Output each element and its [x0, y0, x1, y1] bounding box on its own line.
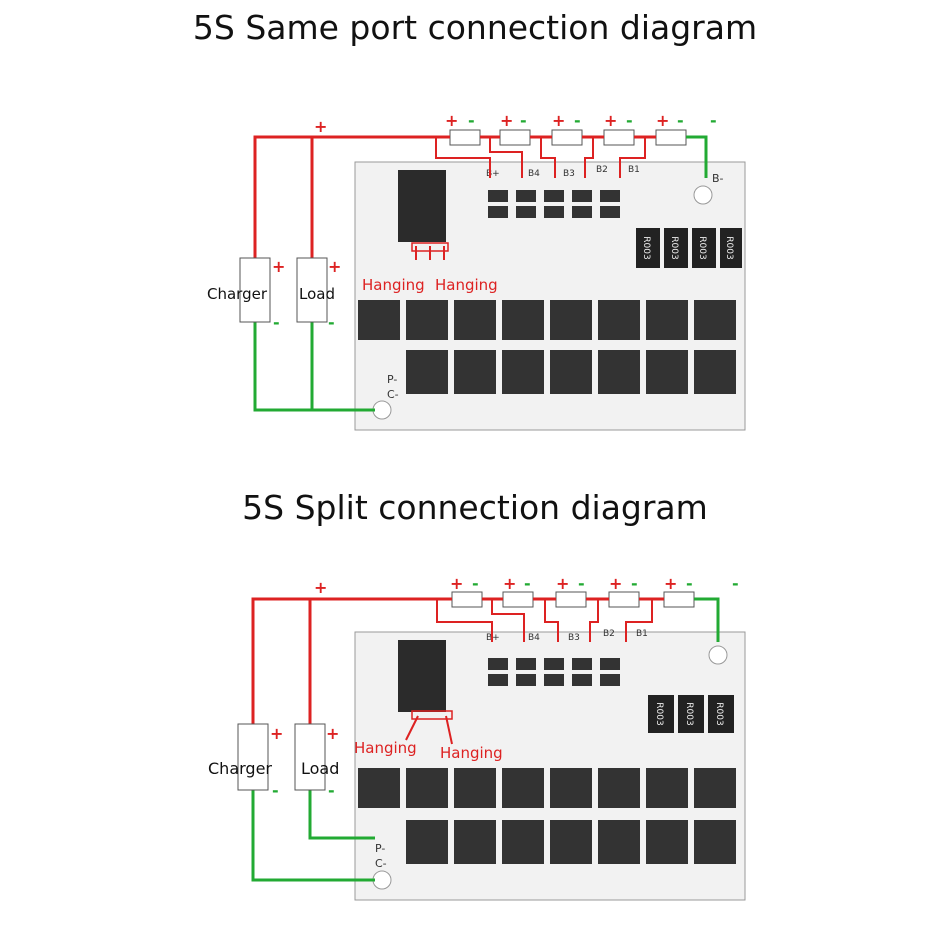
svg-text:+: +: [604, 111, 617, 130]
polarity-signs-2: + + + - - +- +- +- +- +- -: [270, 574, 739, 800]
load-box-2: [294, 723, 326, 791]
svg-text:R003: R003: [669, 236, 679, 259]
svg-text:R003: R003: [641, 236, 651, 259]
svg-text:P-: P-: [387, 373, 397, 386]
svg-text:+: +: [500, 111, 513, 130]
svg-text:-: -: [677, 111, 684, 130]
charger-label-2: Charger: [208, 759, 272, 778]
svg-text:B2: B2: [596, 165, 608, 175]
svg-text:R003: R003: [697, 236, 707, 259]
title-split: 5S Split connection diagram: [242, 488, 708, 527]
svg-text:+: +: [445, 111, 458, 130]
svg-text:+: +: [326, 724, 339, 743]
svg-text:+: +: [556, 574, 569, 593]
svg-text:+: +: [609, 574, 622, 593]
diagram-same-port: R003 R003 R003 R003 B- B+ B4 B3 B2 B1 P-…: [207, 111, 746, 431]
mosfet-array: [358, 300, 736, 394]
svg-text:R003: R003: [654, 702, 664, 725]
polarity-signs: + + + - - +- +- +- +- +- -: [272, 111, 717, 332]
positive-wires-2: [251, 597, 664, 745]
svg-text:+: +: [656, 111, 669, 130]
ic-chip: [398, 170, 446, 242]
charger-box-2: [237, 723, 269, 791]
svg-text:C-: C-: [375, 857, 387, 870]
svg-text:+: +: [450, 574, 463, 593]
svg-text:-: -: [574, 111, 581, 130]
svg-text:B1: B1: [636, 629, 648, 639]
load-box: [296, 257, 328, 323]
svg-text:-: -: [468, 111, 475, 130]
negative-wires-2: [251, 597, 720, 882]
svg-text:-: -: [520, 111, 527, 130]
title-same-port: 5S Same port connection diagram: [192, 8, 758, 47]
svg-text:-: -: [578, 574, 585, 593]
svg-text:B1: B1: [628, 165, 640, 175]
svg-text:-: -: [710, 111, 717, 130]
svg-text:-: -: [472, 574, 479, 593]
svg-text:C-: C-: [387, 388, 399, 401]
smd-components: [488, 190, 620, 218]
hanging-label-1: Hanging: [362, 276, 425, 294]
svg-text:R003: R003: [724, 236, 734, 259]
svg-text:-: -: [686, 574, 693, 593]
svg-text:+: +: [314, 578, 327, 597]
shunt-resistors: R003 R003 R003 R003: [636, 228, 742, 268]
svg-text:-: -: [272, 781, 279, 800]
pad-p-minus: [372, 400, 392, 420]
svg-text:+: +: [314, 117, 327, 136]
positive-wires: [253, 135, 656, 260]
svg-text:+: +: [270, 724, 283, 743]
pad-b-minus: [693, 185, 713, 205]
smd-components-2: [488, 658, 620, 686]
load-label: Load: [299, 285, 335, 303]
svg-text:+: +: [503, 574, 516, 593]
mosfet-array-2: [358, 768, 736, 864]
svg-text:-: -: [524, 574, 531, 593]
svg-text:+: +: [272, 257, 285, 276]
svg-text:-: -: [732, 574, 739, 593]
svg-text:B3: B3: [568, 633, 580, 643]
shunt-resistors-2: R003 R003 R003: [648, 695, 734, 733]
svg-text:B4: B4: [528, 169, 540, 179]
charger-box: [239, 257, 271, 323]
svg-text:R003: R003: [714, 702, 724, 725]
svg-text:+: +: [664, 574, 677, 593]
charger-label: Charger: [207, 285, 268, 303]
diagram-split: R003 R003 R003 B+ B4 B3 B2 B1 P- C-: [208, 574, 746, 901]
svg-text:B+: B+: [486, 169, 500, 179]
svg-text:+: +: [552, 111, 565, 130]
svg-text:R003: R003: [684, 702, 694, 725]
svg-text:-: -: [328, 313, 335, 332]
svg-text:-: -: [626, 111, 633, 130]
hanging-label-2: Hanging: [435, 276, 498, 294]
svg-text:-: -: [631, 574, 638, 593]
svg-text:-: -: [273, 313, 280, 332]
hanging-label-3: Hanging: [354, 739, 417, 757]
battery-cells: [449, 129, 687, 146]
svg-text:B4: B4: [528, 633, 540, 643]
svg-text:-: -: [328, 781, 335, 800]
svg-text:+: +: [328, 257, 341, 276]
svg-text:B-: B-: [712, 172, 724, 185]
svg-text:B2: B2: [603, 629, 615, 639]
svg-text:P-: P-: [375, 842, 385, 855]
load-label-2: Load: [301, 759, 339, 778]
hanging-label-4: Hanging: [440, 744, 503, 762]
negative-wires: [253, 135, 708, 412]
svg-text:B3: B3: [563, 169, 575, 179]
